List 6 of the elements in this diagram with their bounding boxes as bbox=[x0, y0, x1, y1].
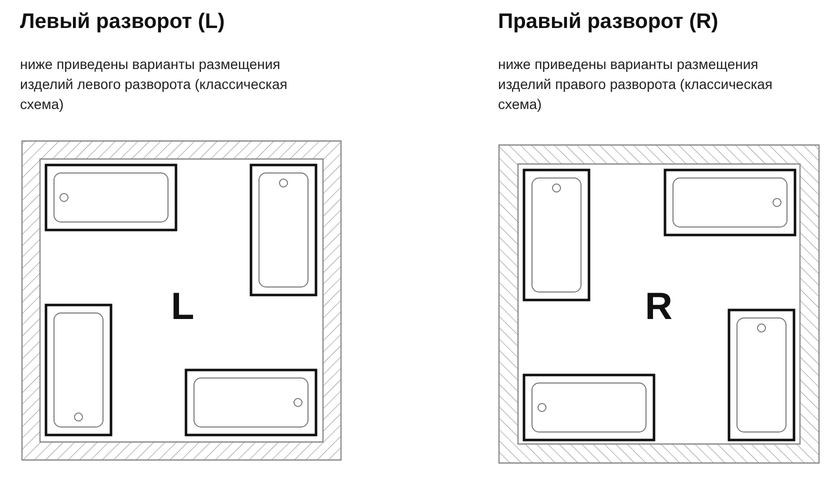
room-letter: L bbox=[171, 288, 194, 326]
description: ниже приведены варианты размещения изделий правого разворота (классическая схема) bbox=[498, 55, 774, 114]
description: ниже приведены варианты размещения изделий левого разворота (классическая схема) bbox=[20, 55, 288, 114]
heading: Левый разворот (L) bbox=[20, 10, 225, 34]
heading: Правый разворот (R) bbox=[498, 10, 718, 34]
room-letter: R bbox=[645, 288, 672, 326]
